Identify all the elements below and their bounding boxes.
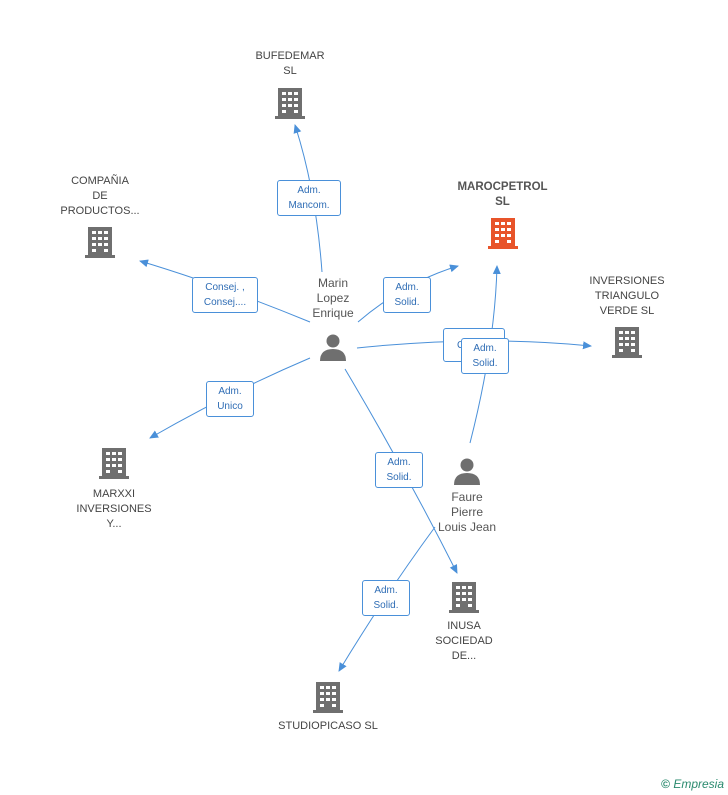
person-icon xyxy=(454,458,480,485)
edge-label-marin-compania[interactable]: Consej. , Consej.... xyxy=(192,277,258,313)
node-label: MAROCPETROL SL xyxy=(457,181,548,208)
edge-label-faure-studiopicaso[interactable]: Adm. Solid. xyxy=(362,580,410,616)
edge-label-marin-bufedemar[interactable]: Adm. Mancom. xyxy=(277,180,341,216)
building-icon xyxy=(313,682,343,713)
edge-label-marin-marocpetrol[interactable]: Adm. Solid. xyxy=(383,277,431,313)
edge-label-faure-marocpetrol[interactable]: Adm. Solid. xyxy=(461,338,509,374)
node-label: MARXXI INVERSIONES Y... xyxy=(76,488,152,530)
building-icon-highlighted xyxy=(487,218,518,249)
node-inusa[interactable]: INUSA SOCIEDAD DE... xyxy=(420,580,508,664)
copyright-icon: © xyxy=(661,777,670,791)
node-label: Marin Lopez Enrique xyxy=(312,276,354,320)
node-marxxi[interactable]: MARXXI INVERSIONES Y... xyxy=(64,446,164,532)
node-label: INVERSIONES TRIANGULO VERDE SL xyxy=(589,275,665,317)
node-marin[interactable]: Marin Lopez Enrique xyxy=(297,276,369,362)
brand-watermark: © Empresia xyxy=(661,777,724,791)
node-label: COMPAÑIA DE PRODUCTOS... xyxy=(60,175,140,217)
building-icon xyxy=(99,448,129,479)
edge-label-marin-marxxi[interactable]: Adm. Unico xyxy=(206,381,254,417)
brand-name: Empresia xyxy=(673,777,724,791)
edge-label-marin-inusa[interactable]: Adm. Solid. xyxy=(375,452,423,488)
person-icon xyxy=(320,334,346,361)
node-studiopicaso[interactable]: STUDIOPICASO SL xyxy=(266,680,390,734)
building-icon xyxy=(449,582,479,613)
building-icon xyxy=(275,88,305,119)
node-label: INUSA SOCIEDAD DE... xyxy=(435,620,493,662)
node-label: Faure Pierre Louis Jean xyxy=(437,490,497,534)
building-icon xyxy=(612,327,642,358)
node-label: STUDIOPICASO SL xyxy=(278,720,378,732)
node-marocpetrol[interactable]: MAROCPETROL SL xyxy=(445,180,560,250)
node-bufedemar[interactable]: BUFEDEMAR SL xyxy=(245,49,335,120)
node-compania[interactable]: COMPAÑIA DE PRODUCTOS... xyxy=(52,174,148,259)
node-inversiones-triangulo[interactable]: INVERSIONES TRIANGULO VERDE SL xyxy=(578,274,676,359)
node-label: BUFEDEMAR SL xyxy=(255,50,325,77)
building-icon xyxy=(85,227,115,258)
node-faure[interactable]: Faure Pierre Louis Jean xyxy=(425,456,509,535)
